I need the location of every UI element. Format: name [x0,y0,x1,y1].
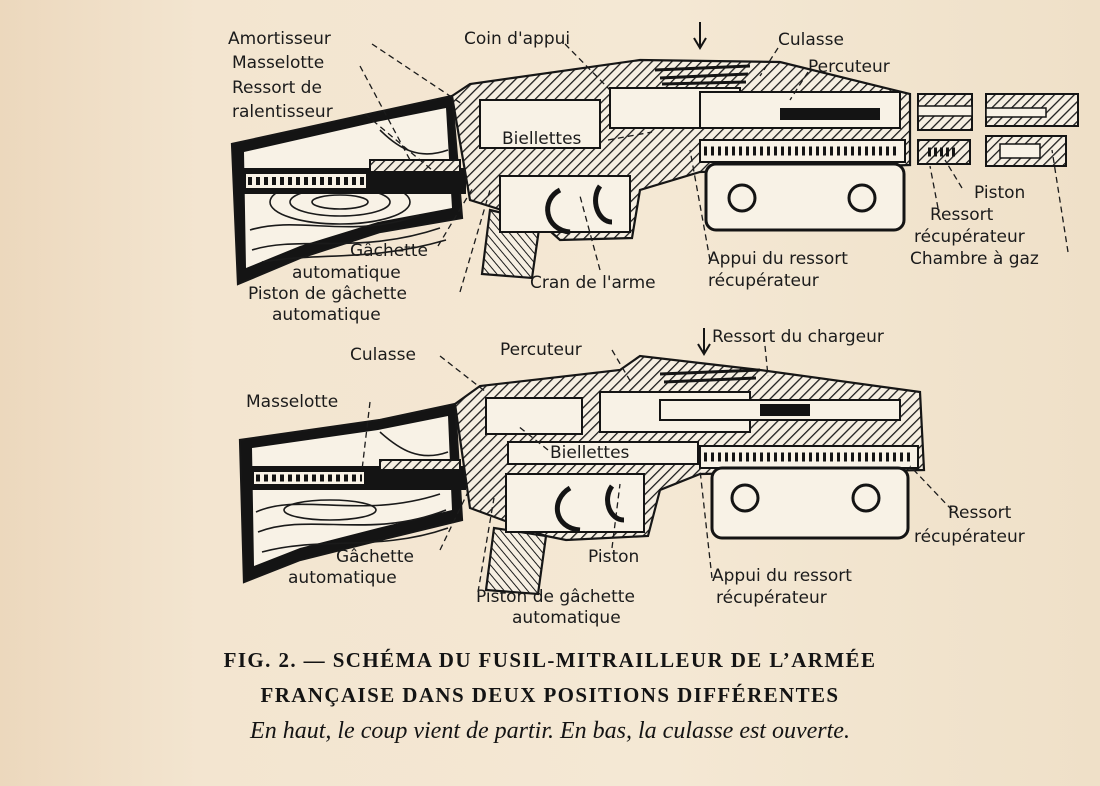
bottom-stock-wood-grain [255,431,449,553]
label-culasse: Culasse [778,30,844,50]
label-b-appui-du-ressort: Appui du ressort [712,566,852,586]
label-b-piston: Piston [588,547,639,567]
label-ressort: Ressort [930,205,994,225]
label-masselotte: Masselotte [232,53,324,73]
caption-title: FIG. 2. — SCHÉMA DU FUSIL-MITRAILLEUR DE… [223,648,877,672]
label-b-recuperateur: récupérateur [914,527,1025,547]
label-gachette: Gâchette [350,241,428,261]
bottom-leader-lines [361,335,953,593]
label-b-masselotte: Masselotte [246,392,338,412]
top-leader-lines [359,43,1069,293]
label-b-ressort: Ressort [948,503,1012,523]
label-b-biellettes: Biellettes [550,443,630,463]
label-b-automatique-2: automatique [512,608,621,628]
label-ressort-de: Ressort de [232,78,322,98]
label-b-recuperateur-2: récupérateur [716,588,827,608]
label-amortisseur: Amortisseur [228,29,331,49]
label-chambre-a-gaz: Chambre à gaz [910,249,1039,269]
label-appui-du-ressort: Appui du ressort [708,249,848,269]
label-cran-de-larme: Cran de l'arme [530,273,656,293]
label-b-ressort-du-chargeur: Ressort du chargeur [712,327,884,347]
label-b-percuteur: Percuteur [500,340,582,360]
caption-subtitle: En haut, le coup vient de partir. En bas… [250,718,850,744]
top-barrel-parts [917,93,1079,167]
label-b-automatique: automatique [288,568,397,588]
label-recuperateur: récupérateur [914,227,1025,247]
top-gas-plate [704,162,906,232]
label-b-culasse: Culasse [350,345,416,365]
caption-title-line2: FRANÇAISE DANS DEUX POSITIONS DIFFÉRENTE… [260,683,840,707]
label-b-gachette: Gâchette [336,547,414,567]
label-coin-dappui: Coin d'appui [464,29,570,49]
label-percuteur: Percuteur [808,57,890,77]
bottom-gun-drawing [238,328,926,596]
label-b-piston-de-gachette: Piston de gâchette [476,587,635,607]
label-automatique-2: automatique [272,305,381,325]
label-piston-de-gachette: Piston de gâchette [248,284,407,304]
label-biellettes: Biellettes [502,129,582,149]
top-gun-drawing [230,22,1079,286]
bottom-labels: Culasse Percuteur Ressort du chargeur Ma… [246,327,1025,628]
diagram-illustration: Amortisseur Masselotte Ressort de ralent… [228,22,1079,628]
label-recuperateur-2: récupérateur [708,271,819,291]
label-piston: Piston [974,183,1025,203]
bottom-pistol-grip [484,526,548,596]
label-ralentisseur: ralentisseur [232,102,333,122]
top-labels: Amortisseur Masselotte Ressort de ralent… [228,29,1039,325]
label-automatique: automatique [292,263,401,283]
